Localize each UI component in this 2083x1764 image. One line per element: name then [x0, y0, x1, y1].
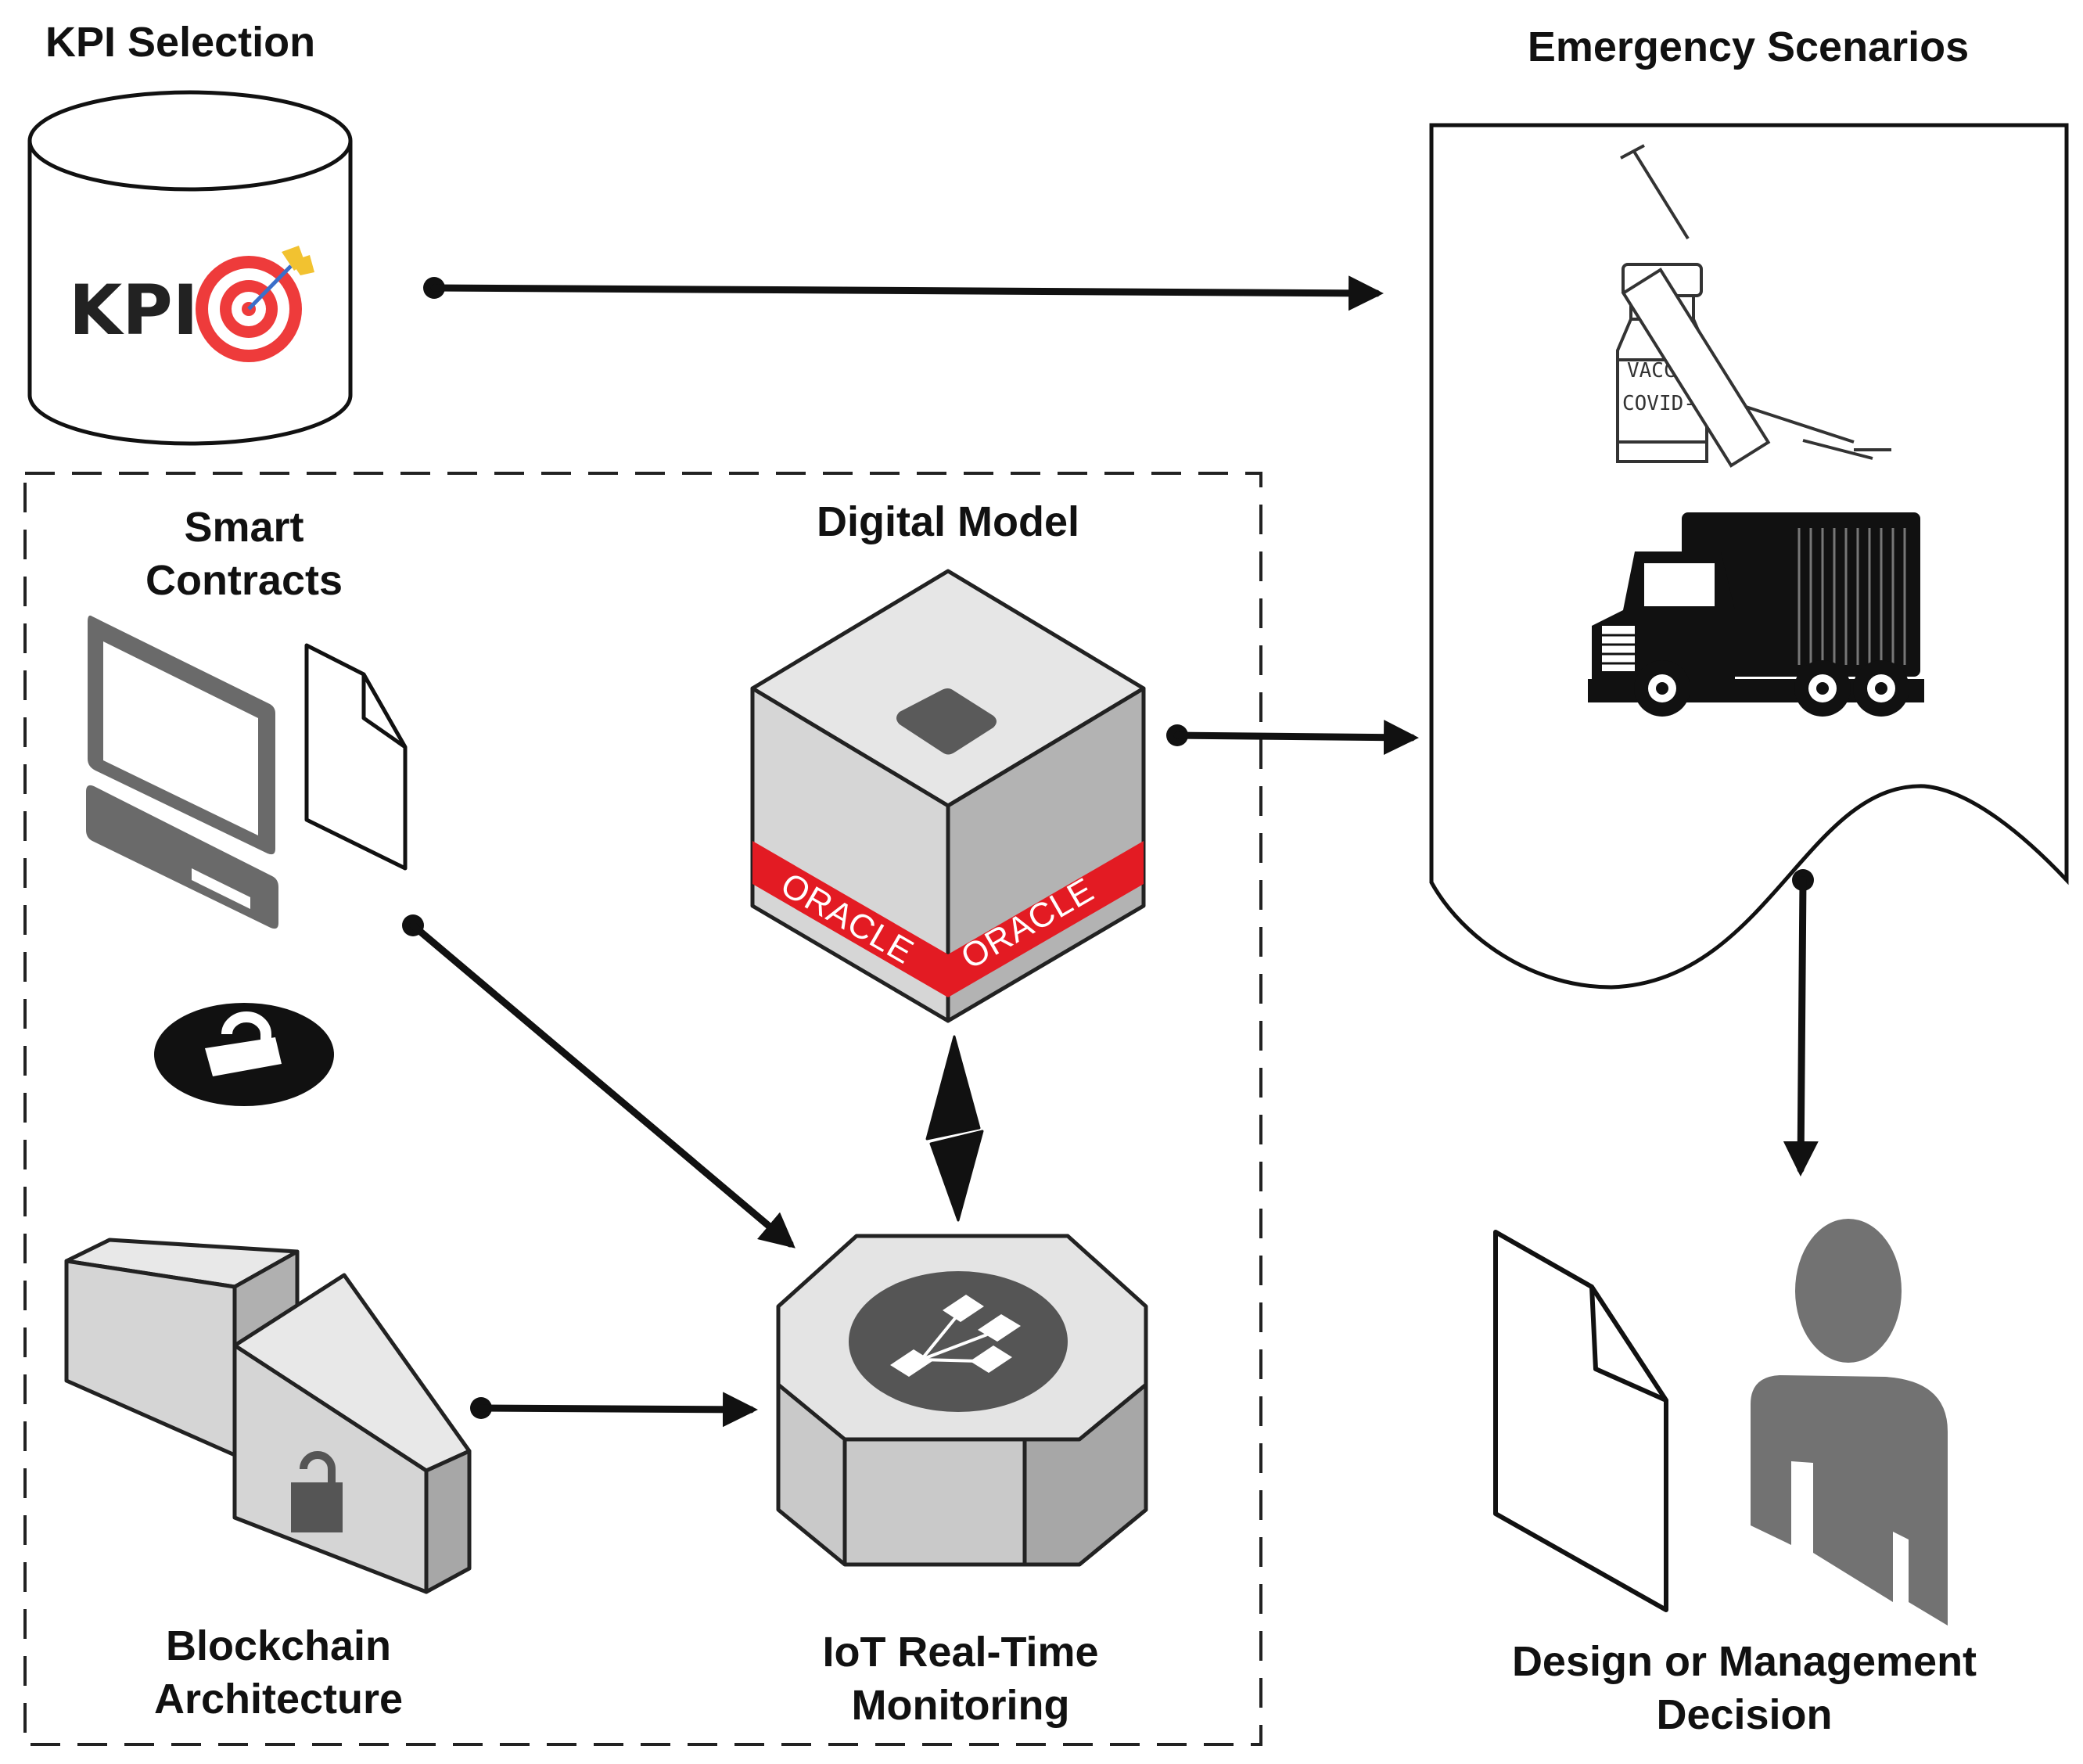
document-icon: [304, 643, 408, 871]
iot-title-2: Monitoring: [852, 1682, 1070, 1729]
digital-model-title: Digital Model: [817, 498, 1079, 545]
decision-title-2: Decision: [1656, 1691, 1832, 1738]
digital-model-iot-bidirectional-arrow: [925, 1035, 984, 1222]
lock-icon: [154, 1003, 334, 1106]
decision-title-1: Design or Management: [1512, 1638, 1977, 1685]
decision-document-icon: [1493, 1230, 1668, 1612]
contracts-to-iot-arrow: [409, 922, 795, 1248]
digital-model-to-scenarios-arrow: [1173, 720, 1419, 756]
truck-icon: [1588, 512, 1924, 717]
system-boundary: [23, 472, 1262, 1746]
emergency-scenarios-title: Emergency Scenarios: [1528, 23, 1969, 70]
blockchain-title-2: Architecture: [154, 1676, 403, 1723]
blockchain-to-iot-arrow: [477, 1392, 758, 1428]
smart-contracts-title-1: Smart: [184, 504, 303, 551]
iot-octagon-icon: [776, 1234, 1148, 1567]
blockchain-title-1: Blockchain: [166, 1622, 391, 1669]
kpi-selection-title: KPI Selection: [45, 19, 315, 66]
iot-title-1: IoT Real-Time: [822, 1629, 1098, 1676]
smart-contracts-title-2: Contracts: [145, 557, 343, 604]
syringe-icon: [1620, 144, 1891, 468]
kpi-cylinder-icon: KPI: [27, 90, 353, 446]
target-icon: [196, 246, 314, 362]
blockchain-icon: [64, 1238, 472, 1594]
connectors: [402, 275, 1819, 1428]
person-icon: [1751, 1219, 1948, 1626]
oracle-cube-icon: ORACLE ORACLE: [750, 569, 1146, 1023]
kpi-label: KPI: [69, 270, 198, 350]
scenarios-to-decision-arrow: [1783, 876, 1819, 1177]
computer-icon: [86, 615, 278, 929]
kpi-to-scenarios-arrow: [430, 275, 1384, 311]
